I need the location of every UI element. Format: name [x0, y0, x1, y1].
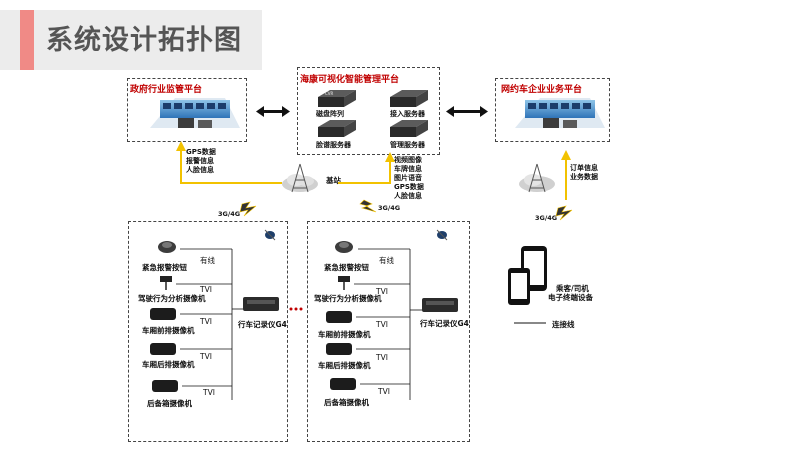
disk-array-image: CVR	[318, 90, 356, 107]
tvi-label: TVI	[203, 388, 215, 397]
vehicle-link-dots	[289, 307, 303, 311]
terminal-label: 乘客/司机 电子终端设备	[548, 284, 593, 302]
left-info-list: GPS数据 报警信息 人脸信息	[186, 148, 216, 175]
terminal-label-line: 乘客/司机	[556, 284, 589, 293]
right-info-item: 订单信息	[570, 164, 598, 172]
alarm-button-label: 紧急报警按钮	[324, 263, 369, 272]
gov-hik-arrow	[256, 106, 290, 117]
cabin-cam2-label: 车厢后排摄像机	[318, 361, 371, 370]
alarm-button-label: 紧急报警按钮	[142, 263, 187, 272]
mid-info-item: 视频图像	[394, 156, 422, 164]
mid-info-item: GPS数据	[394, 183, 424, 191]
mobile-devices-icon	[508, 246, 547, 305]
legend-label: 连接线	[552, 320, 575, 329]
cabin-cam-label: 车厢前排摄像机	[318, 330, 371, 339]
terminal-label-line: 电子终端设备	[548, 293, 593, 302]
hik-platform-box	[297, 67, 440, 155]
mid-info-item: 人脸信息	[394, 192, 422, 200]
tvi-label: TVI	[376, 353, 388, 362]
vehicle-1-devices	[150, 241, 279, 392]
ride-platform-label: 网约车企业业务平台	[501, 85, 583, 95]
right-info-item: 业务数据	[570, 173, 598, 181]
driver-cam-label: 驾驶行为分析摄像机	[314, 294, 382, 303]
mgmt-server-label: 管理服务器	[390, 141, 425, 149]
data-flow-lines	[176, 141, 571, 200]
left-info-item: 报警信息	[186, 157, 214, 165]
disk-array-label: 磁盘阵列	[316, 110, 344, 118]
gov-platform-box	[127, 78, 247, 142]
wired-label: 有线	[200, 256, 215, 265]
driver-cam-label: 驾驶行为分析摄像机	[138, 294, 206, 303]
access-server-label: 接入服务器	[390, 110, 425, 118]
page-title: 系统设计拓扑图	[46, 25, 242, 56]
tvi-label: TVI	[376, 320, 388, 329]
net-label-right: 3G/4G	[535, 214, 558, 222]
face-server-label: 脸谱服务器	[316, 141, 351, 149]
access-server-image	[390, 90, 428, 107]
mgmt-server-image	[390, 120, 428, 137]
mid-info-item: 车牌信息	[394, 165, 422, 173]
title-accent	[20, 10, 34, 70]
hik-ride-arrow	[446, 106, 488, 117]
vehicle-1-links	[176, 248, 243, 400]
recorder-label: 行车记录仪G4	[238, 320, 287, 329]
tvi-label: TVI	[200, 317, 212, 326]
wireless-bolt-icon	[239, 199, 573, 221]
rear-cam-label: 后备箱摄像机	[147, 399, 192, 408]
tower-icon	[519, 163, 555, 193]
mid-info-list: 视频图像 车牌信息 图片语音 GPS数据 人脸信息	[394, 156, 424, 201]
left-info-item: GPS数据	[186, 148, 216, 156]
ride-control-room-image	[515, 98, 605, 128]
left-info-item: 人脸信息	[186, 166, 214, 174]
gov-control-room-image	[150, 98, 240, 128]
tvi-label: TVI	[200, 352, 212, 361]
gov-platform-label: 政府行业监管平台	[130, 85, 203, 95]
recorder-label: 行车记录仪G4	[420, 319, 469, 328]
mid-info-item: 图片语音	[394, 174, 422, 182]
cabin-cam-label: 车厢前排摄像机	[142, 326, 195, 335]
cabin-cam2-label: 车厢后排摄像机	[142, 360, 195, 369]
base-station-icon	[282, 163, 318, 193]
net-label-left: 3G/4G	[218, 210, 241, 218]
wired-label: 有线	[379, 256, 394, 265]
tvi-label: TVI	[376, 287, 388, 296]
right-info-list: 订单信息 业务数据	[570, 164, 598, 182]
satellite-icon	[264, 229, 448, 241]
rear-cam-label: 后备箱摄像机	[324, 398, 369, 407]
face-server-image	[318, 120, 356, 137]
vehicle-box-1	[128, 221, 288, 442]
vehicle-2-links	[354, 248, 422, 400]
title-bar	[0, 10, 262, 70]
net-label-mid: 3G/4G	[378, 204, 401, 212]
base-station-label: 基站	[326, 176, 341, 185]
ride-platform-box	[495, 78, 610, 142]
vehicle-box-2	[307, 221, 470, 442]
cvr-badge: CVR	[325, 91, 334, 96]
vehicle-2-devices	[326, 241, 458, 390]
tvi-label: TVI	[378, 387, 390, 396]
hik-platform-label: 海康可视化智能管理平台	[300, 75, 400, 85]
tvi-label: TVI	[200, 285, 212, 294]
